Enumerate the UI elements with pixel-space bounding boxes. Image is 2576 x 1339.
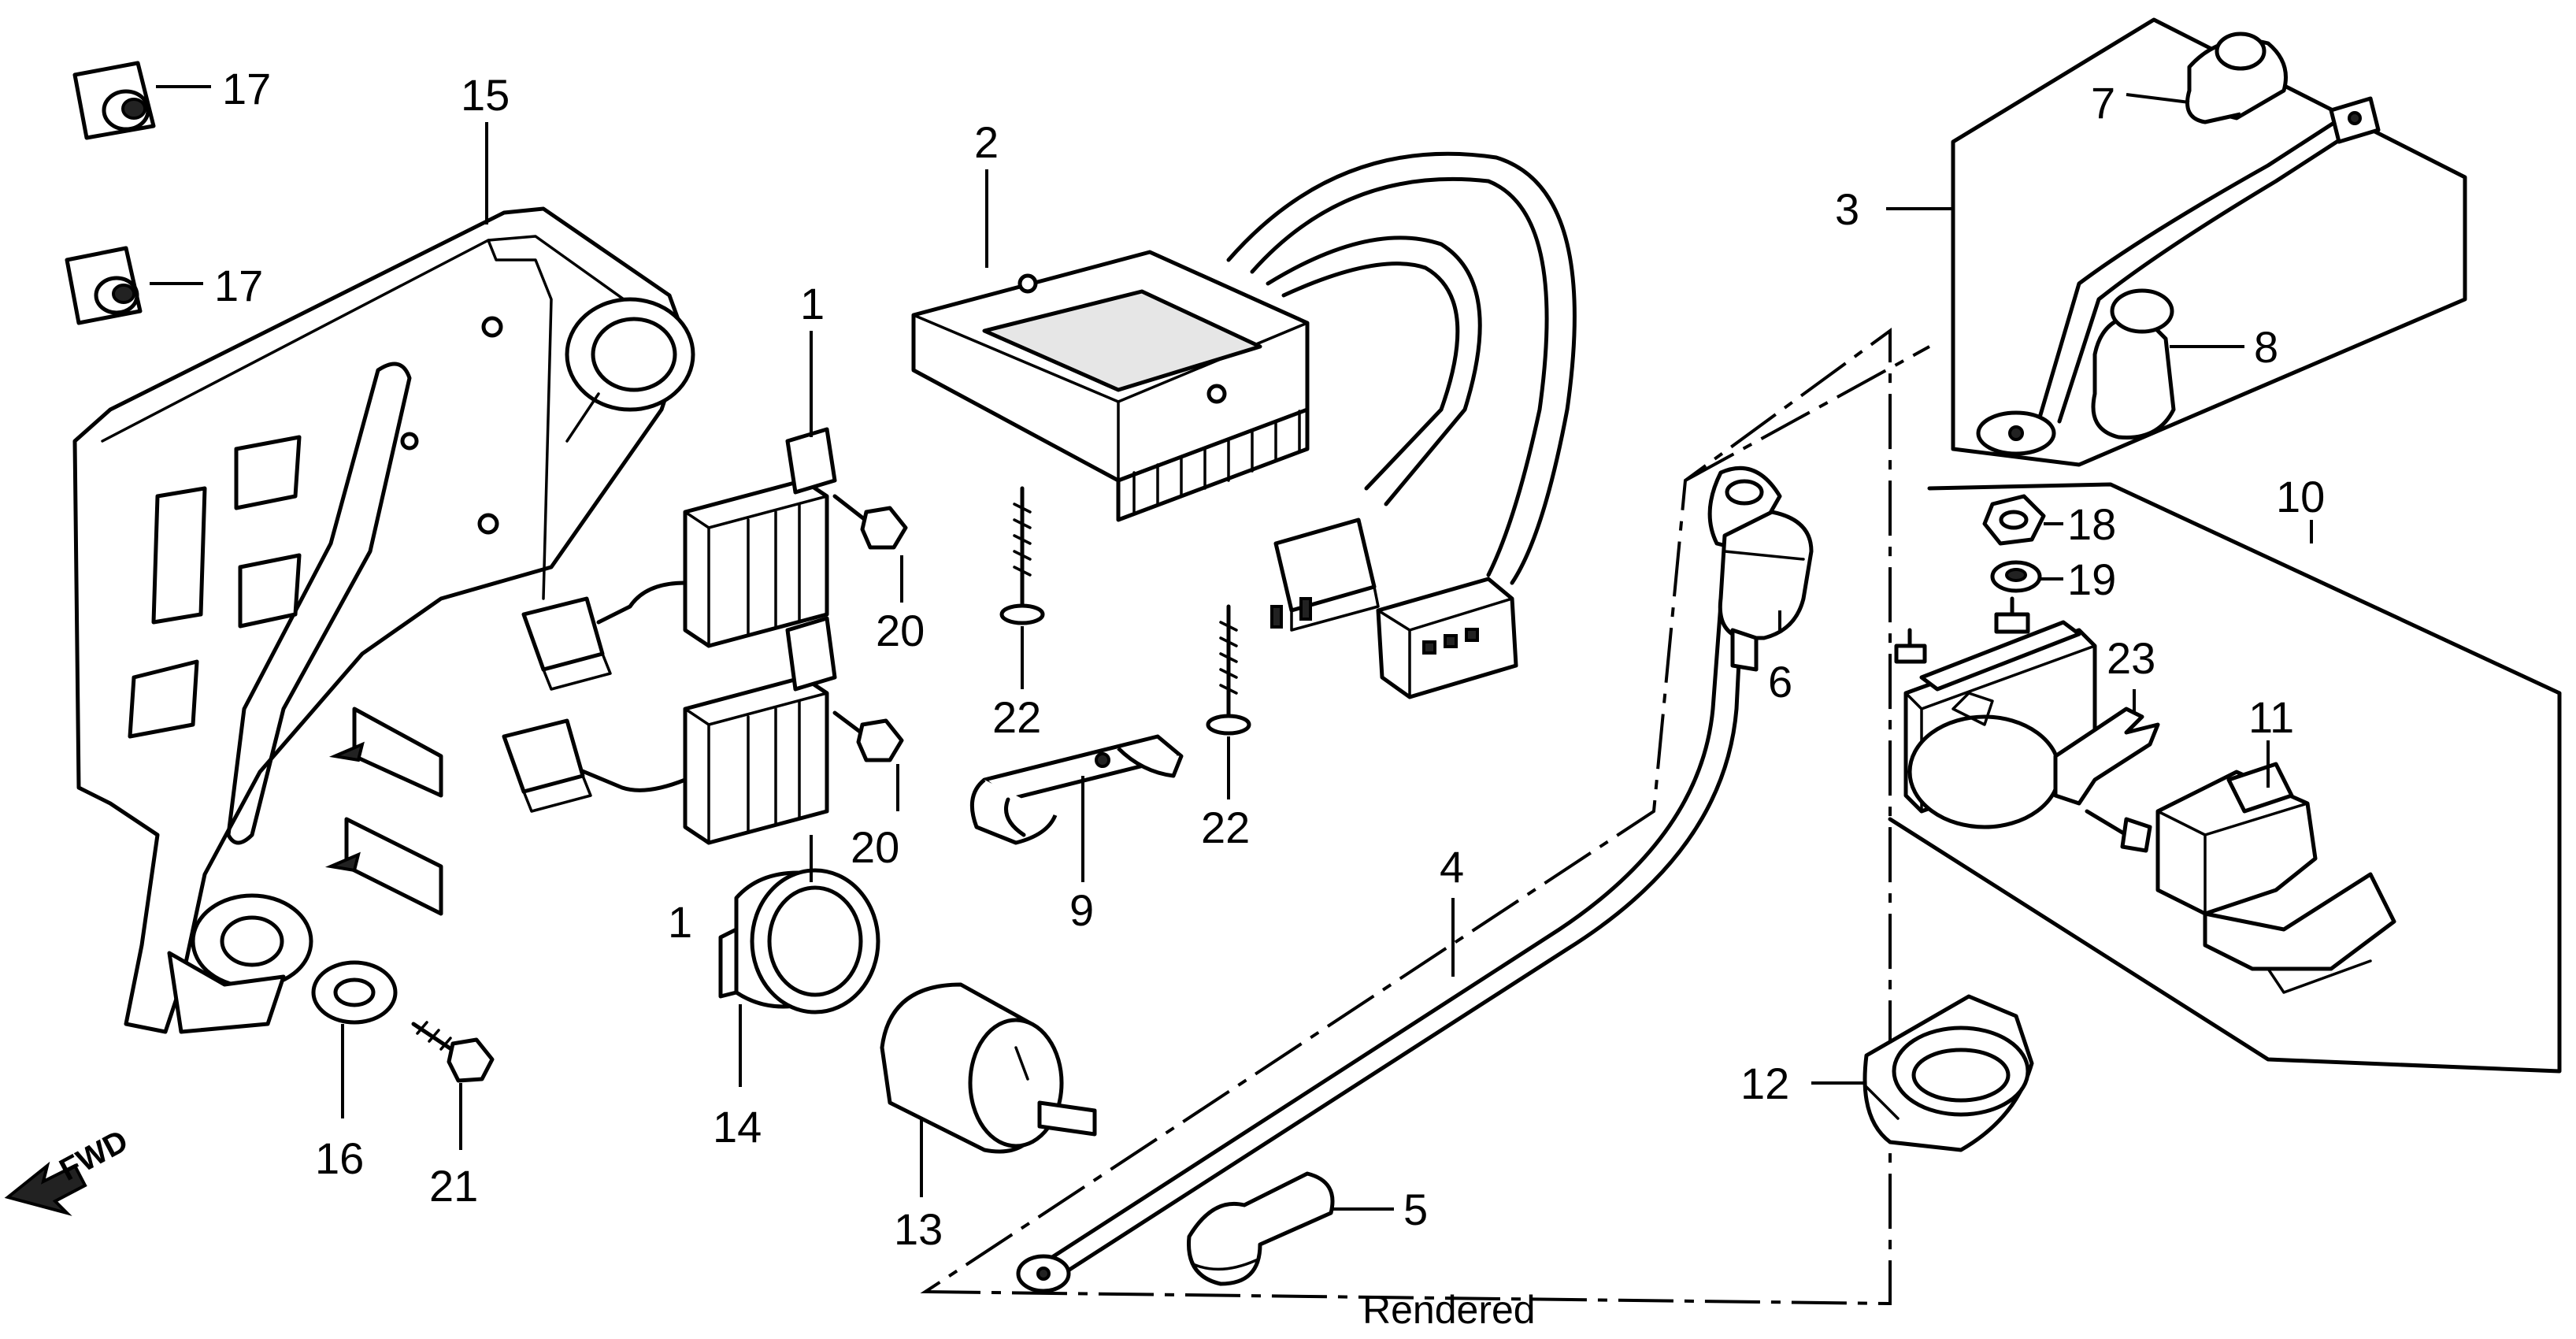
label-part-17-bottom: 17 bbox=[214, 261, 263, 310]
label-part-13: 13 bbox=[894, 1204, 943, 1254]
fwd-arrow: FWD bbox=[4, 1123, 134, 1216]
label-part-5: 5 bbox=[1403, 1185, 1428, 1234]
part-1-relay-upper bbox=[521, 427, 837, 691]
part-5-terminal-boot bbox=[1187, 1171, 1335, 1286]
part-20-bolt-lower bbox=[832, 710, 904, 762]
part-11-relay-holder bbox=[2085, 762, 2396, 994]
part-6-terminal-cap bbox=[1718, 510, 1814, 672]
part-17-grommet-top bbox=[72, 61, 156, 140]
label-part-4: 4 bbox=[1440, 842, 1464, 892]
part-2-regulator-rectifier bbox=[911, 151, 1577, 699]
label-part-18: 18 bbox=[2067, 499, 2116, 549]
label-part-6: 6 bbox=[1768, 657, 1792, 707]
label-part-14: 14 bbox=[713, 1102, 762, 1152]
part-18-nut bbox=[1982, 494, 2046, 546]
label-part-17-top: 17 bbox=[222, 64, 271, 113]
part-3-battery-cable-box bbox=[1951, 17, 2467, 467]
label-part-1-lower: 1 bbox=[668, 897, 692, 947]
label-part-21: 21 bbox=[429, 1161, 478, 1211]
part-9-stay-bracket bbox=[969, 734, 1184, 845]
part-20-bolt-upper bbox=[832, 494, 908, 550]
part-4-cable bbox=[1016, 465, 1782, 1293]
label-part-10: 10 bbox=[2276, 472, 2325, 521]
part-4-cable-group-boundary bbox=[920, 328, 1930, 1306]
part-22-screw-left bbox=[999, 486, 1045, 625]
part-7-terminal-boot bbox=[2185, 32, 2288, 124]
part-13-flasher-relay bbox=[880, 982, 1097, 1154]
label-part-19: 19 bbox=[2067, 555, 2116, 604]
part-12-clamp bbox=[1863, 994, 2034, 1152]
part-17-grommet-bottom bbox=[65, 246, 143, 325]
part-14-damper-rubber bbox=[718, 868, 880, 1014]
label-part-3: 3 bbox=[1835, 184, 1859, 234]
label-part-12: 12 bbox=[1740, 1059, 1789, 1108]
part-8-terminal-cover bbox=[2091, 288, 2176, 440]
label-part-20-lower: 20 bbox=[851, 822, 899, 872]
label-part-1-upper: 1 bbox=[800, 279, 825, 328]
label-part-15: 15 bbox=[461, 70, 510, 120]
part-16-washer bbox=[311, 960, 398, 1025]
label-part-11: 11 bbox=[2248, 692, 2294, 742]
label-part-9: 9 bbox=[1069, 885, 1094, 935]
part-19-washer bbox=[1990, 560, 2042, 593]
label-part-7: 7 bbox=[2091, 78, 2115, 128]
part-22-screw-right bbox=[1206, 604, 1251, 736]
label-part-20-upper: 20 bbox=[876, 606, 925, 655]
part-3-battery-cable bbox=[1976, 96, 2381, 456]
part-1-relay-lower bbox=[502, 616, 837, 845]
label-part-22-right: 22 bbox=[1201, 803, 1250, 852]
label-part-22-left: 22 bbox=[992, 692, 1041, 742]
part-10-starter-relay bbox=[1894, 596, 2097, 829]
label-part-8: 8 bbox=[2254, 322, 2278, 372]
part-10-starter-relay-box bbox=[1888, 482, 2562, 1074]
fwd-label: FWD bbox=[54, 1123, 134, 1188]
part-21-bolt bbox=[411, 1021, 495, 1083]
label-part-23: 23 bbox=[2107, 633, 2155, 683]
part-number-labels: 17 17 15 2 1 1 20 20 22 22 9 14 13 16 21… bbox=[214, 64, 2325, 1254]
leader-lines bbox=[150, 85, 2313, 1211]
label-part-16: 16 bbox=[315, 1133, 364, 1183]
part-15-mounting-bracket bbox=[72, 206, 695, 1034]
label-part-2: 2 bbox=[974, 117, 999, 167]
rendered-caption: Rendered bbox=[1362, 1288, 1536, 1332]
